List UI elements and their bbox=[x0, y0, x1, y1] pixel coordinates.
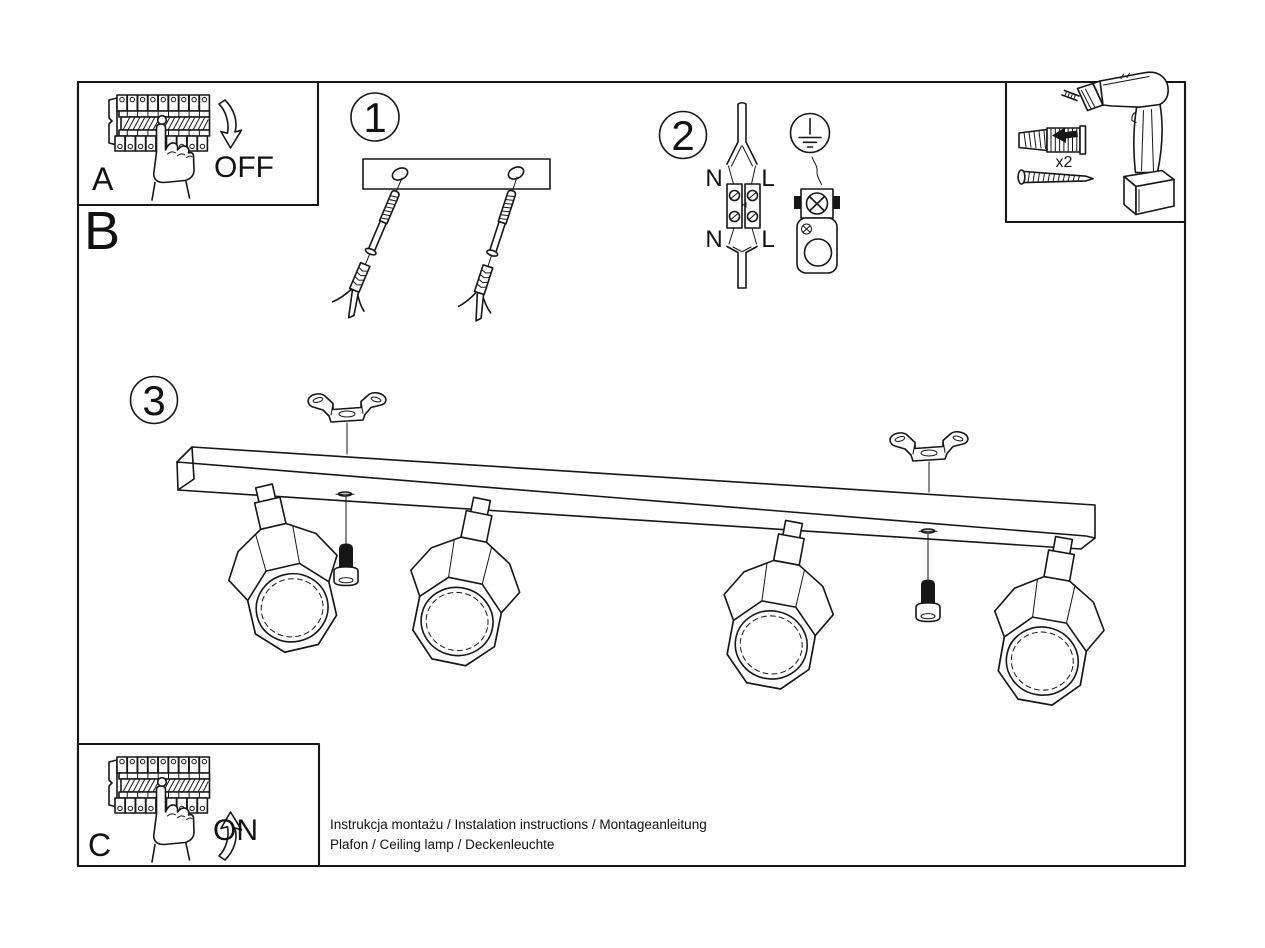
insert-arrow-icon bbox=[1052, 127, 1078, 143]
step-1-circle bbox=[350, 92, 400, 142]
terminal-block bbox=[726, 183, 761, 229]
panel-a: A OFF bbox=[92, 94, 274, 201]
strip-hole-right bbox=[507, 166, 525, 180]
strip-hole-left bbox=[391, 167, 409, 181]
screw-anchor-icon bbox=[455, 171, 534, 326]
spotlight-head bbox=[209, 472, 357, 662]
fixing-screw-icon bbox=[915, 532, 941, 623]
anchor-count-label: x2 bbox=[1056, 154, 1073, 171]
earth-ground-icon bbox=[789, 112, 831, 154]
step-3: 3 bbox=[129, 375, 1120, 713]
panel-c-state: ON bbox=[213, 814, 258, 847]
wall-plug-icon bbox=[1018, 125, 1087, 155]
step-1-number: 1 bbox=[363, 94, 386, 141]
panel-a-state: OFF bbox=[214, 151, 274, 184]
wire-label-n-bottom: N bbox=[705, 226, 722, 253]
step-2: 2 N L N L bbox=[658, 101, 840, 289]
step-3-circle bbox=[129, 375, 179, 425]
section-b-label: B bbox=[84, 201, 120, 261]
screw-anchor-icon bbox=[328, 171, 419, 324]
footer-line-1: Instrukcja montażu / Instalation instruc… bbox=[330, 817, 707, 832]
footer-text: Instrukcja montażu / Instalation instruc… bbox=[330, 817, 707, 852]
ground-terminal-clamp bbox=[794, 188, 840, 274]
power-cable-bottom bbox=[726, 227, 758, 289]
spotlight-head bbox=[393, 487, 538, 675]
accessories: x2 bbox=[1017, 71, 1175, 216]
wire-label-l-bottom: L bbox=[761, 226, 774, 253]
step-3-number: 3 bbox=[142, 377, 165, 424]
ceiling-rail bbox=[176, 446, 1096, 550]
fixing-screw-icon bbox=[333, 496, 359, 587]
panel-c: C ON bbox=[88, 756, 258, 863]
wood-screw-icon bbox=[1017, 169, 1094, 185]
spotlight-head bbox=[979, 527, 1120, 713]
hanging-line bbox=[346, 422, 930, 493]
step-2-circle bbox=[658, 110, 708, 160]
power-cable-top bbox=[726, 101, 758, 185]
mounting-bracket-icon bbox=[307, 391, 387, 423]
footer-line-2: Plafon / Ceiling lamp / Deckenleuchte bbox=[330, 837, 554, 852]
drill-icon bbox=[1061, 71, 1175, 216]
spotlight-head bbox=[708, 511, 850, 697]
step-1: 1 bbox=[328, 92, 551, 326]
wire-label-l-top: L bbox=[761, 165, 774, 192]
ground-wire bbox=[811, 156, 822, 185]
panel-a-label: A bbox=[92, 161, 114, 197]
wire-label-n-top: N bbox=[705, 165, 722, 192]
step-2-number: 2 bbox=[671, 112, 694, 159]
mounting-bracket-icon bbox=[889, 430, 969, 462]
page-frame bbox=[76, 80, 1187, 868]
panel-c-label: C bbox=[88, 827, 111, 863]
